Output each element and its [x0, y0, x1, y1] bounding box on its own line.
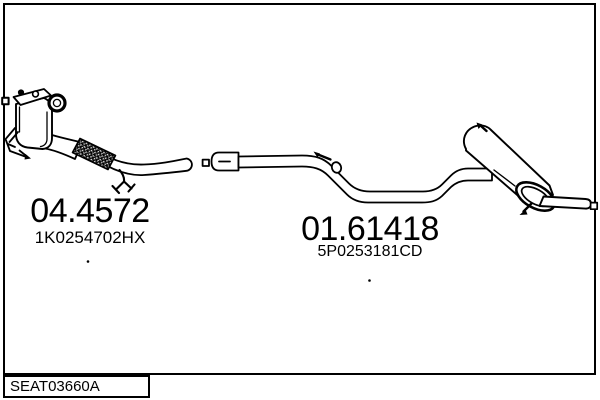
rear-section-part-number: 5P0253181CD [317, 243, 423, 260]
mounting-bracket [4, 127, 31, 160]
edge-marker-right [589, 201, 599, 211]
hanger-pin-top [476, 122, 488, 133]
inlet-flange-ring [47, 93, 67, 113]
clamp-sleeve [210, 151, 240, 172]
rubber-hanger-hook [313, 151, 343, 174]
tailpipe [538, 195, 592, 210]
flex-pipe-section [71, 137, 117, 171]
edge-marker-left [1, 96, 10, 106]
drawing-reference-box: SEAT03660A [3, 375, 150, 398]
center-pipe-s-bend [237, 154, 493, 204]
catalytic-converter [4, 88, 67, 160]
rubber-hanger-fork [111, 168, 136, 195]
rear-section-code: 01.61418 [301, 210, 439, 248]
front-section-part-number: 1K0254702HX [34, 228, 146, 247]
drawing-frame [3, 3, 596, 375]
pipe-connector-square [201, 158, 210, 167]
hanger-pin-bottom [519, 202, 533, 215]
rear-silencer [463, 122, 592, 215]
flange-bolt-filled [17, 89, 25, 96]
drawing-reference-id: SEAT03660A [10, 378, 100, 395]
reference-dot-left [86, 260, 90, 263]
front-section-code: 04.4572 [30, 192, 150, 230]
reference-dot-right [368, 279, 371, 282]
front-pipe [44, 134, 193, 176]
flange-bolt-open [31, 90, 40, 98]
